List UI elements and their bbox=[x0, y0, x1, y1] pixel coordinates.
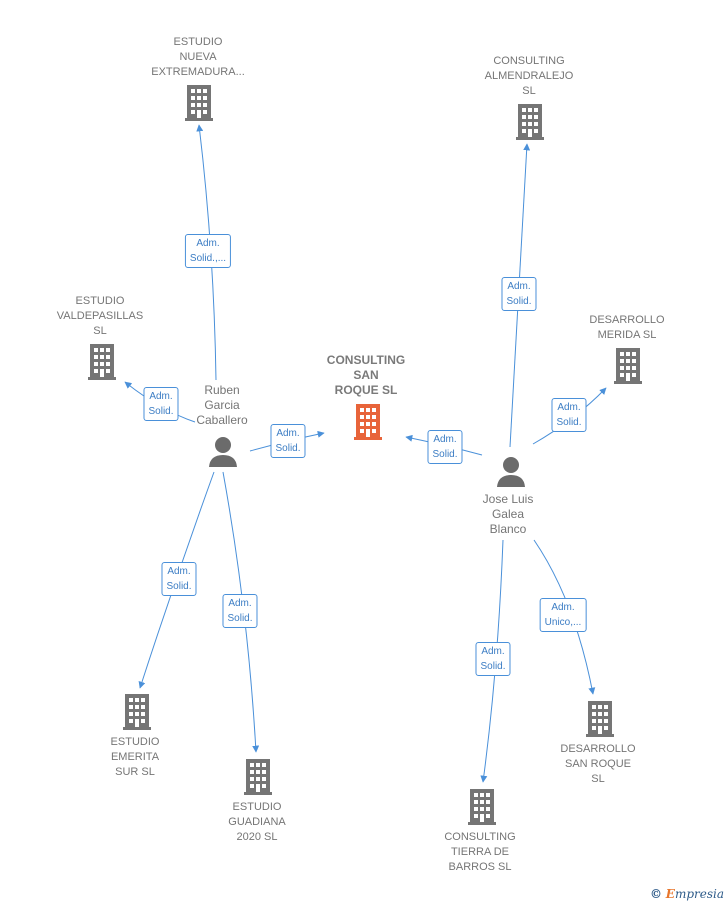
building-icon bbox=[614, 348, 642, 384]
node-label-estudio-valdepasillas: ESTUDIO VALDEPASILLAS SL bbox=[56, 295, 144, 337]
edge-label-jose-tierra-de-barros: Adm. Solid. bbox=[475, 642, 511, 676]
building-icon bbox=[586, 701, 614, 737]
edge-label-ruben-valdepasillas: Adm. Solid. bbox=[143, 387, 179, 421]
building-icon bbox=[185, 85, 213, 121]
person-icon bbox=[497, 457, 525, 487]
brand-logo: © Empresia bbox=[650, 887, 724, 901]
building-icon bbox=[123, 694, 151, 730]
edge-label-ruben-guadiana: Adm. Solid. bbox=[222, 594, 258, 628]
edge-label-jose-merida: Adm. Solid. bbox=[551, 398, 587, 432]
building-icon bbox=[468, 789, 496, 825]
building-icon bbox=[516, 104, 544, 140]
node-label-estudio-guadiana-2020: ESTUDIO GUADIANA 2020 SL bbox=[228, 801, 286, 843]
edge-label-ruben-emerita-sur: Adm. Solid. bbox=[161, 562, 197, 596]
edge-label-ruben-san-roque: Adm. Solid. bbox=[270, 424, 306, 458]
edge-label-jose-desarrollo-san-roque: Adm. Unico,... bbox=[539, 598, 587, 632]
building-icon bbox=[88, 344, 116, 380]
building-icon bbox=[244, 759, 272, 795]
node-label-jose-luis-galea-blanco: Jose Luis Galea Blanco bbox=[482, 492, 534, 536]
edge-label-ruben-nueva-extremadura: Adm. Solid.,... bbox=[184, 234, 232, 268]
node-label-desarrollo-merida: DESARROLLO MERIDA SL bbox=[589, 314, 665, 341]
edge-label-jose-san-roque: Adm. Solid. bbox=[427, 430, 463, 464]
node-label-consulting-almendralejo: CONSULTING ALMENDRALEJO SL bbox=[484, 55, 574, 97]
node-label-estudio-nueva-extremadura: ESTUDIO NUEVA EXTREMADURA... bbox=[151, 36, 245, 78]
node-label-desarrollo-san-roque: DESARROLLO SAN ROQUE SL bbox=[560, 743, 636, 785]
node-label-estudio-emerita-sur: ESTUDIO EMERITA SUR SL bbox=[110, 736, 160, 778]
building-icon bbox=[354, 404, 382, 440]
node-label-ruben-garcia-caballero: Ruben Garcia Caballero bbox=[196, 383, 248, 427]
person-icon bbox=[209, 437, 237, 467]
edge-label-jose-almendralejo: Adm. Solid. bbox=[501, 277, 537, 311]
node-label-consulting-tierra-de-barros: CONSULTING TIERRA DE BARROS SL bbox=[444, 831, 516, 873]
node-label-consulting-san-roque: CONSULTING SAN ROQUE SL bbox=[326, 353, 406, 397]
brand-name: mpresia bbox=[674, 887, 724, 901]
brand-initial: E bbox=[665, 887, 675, 901]
copyright-icon: © bbox=[649, 887, 662, 901]
